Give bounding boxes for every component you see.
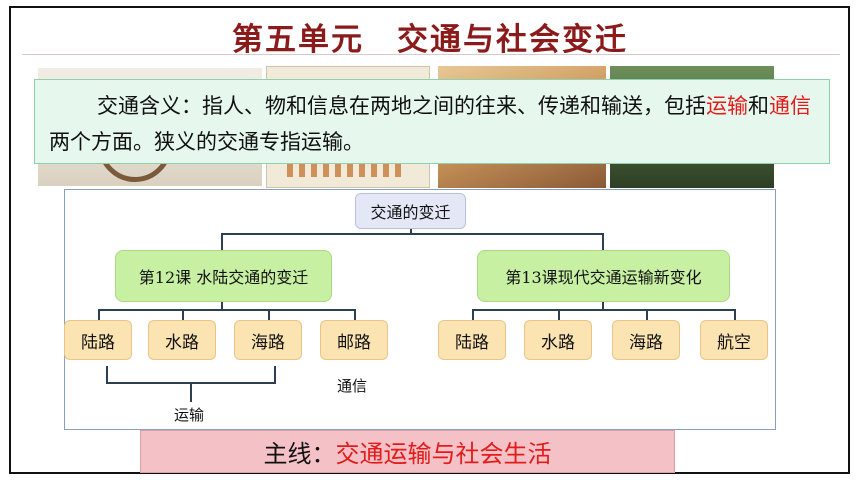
- communication-label: 通信: [337, 377, 368, 395]
- lesson12-node: 第12课 水陆交通的变迁: [115, 250, 332, 302]
- l12-leaf-sea: 海路: [234, 320, 302, 360]
- connector-l13-bar: [472, 309, 736, 311]
- definition-box: 交通含义：指人、物和信息在两地之间的往来、传递和输送，包括运输和通信两个方面。狭…: [34, 79, 830, 164]
- main-line-text: 交通运输与社会生活: [335, 440, 552, 468]
- l12-leaf-land: 陆路: [64, 320, 132, 360]
- l13-leaf-air: 航空: [700, 320, 768, 360]
- connector-l12-leaf3: [268, 309, 270, 320]
- l13-leaf-land: 陆路: [438, 320, 506, 360]
- definition-part1: 交通含义：指人、物和信息在两地之间的往来、传递和输送，包括: [97, 94, 706, 118]
- connector-l13-up: [602, 233, 604, 250]
- lesson13-node: 第13课现代交通运输新变化: [477, 250, 730, 302]
- connector-l12-down: [221, 302, 223, 311]
- connector-l12-leaf1: [98, 309, 100, 320]
- connector-l13-leaf2: [558, 309, 560, 320]
- connector-l12-up: [221, 233, 223, 250]
- title-divider: [22, 54, 840, 55]
- slide-title: 第五单元 交通与社会变迁: [232, 22, 628, 58]
- bracket-left: [106, 366, 108, 384]
- l12-leaf-post: 邮路: [320, 320, 388, 360]
- connector-l13-leaf3: [646, 309, 648, 320]
- connector-l13-down: [602, 302, 604, 311]
- slide-frame: [9, 6, 850, 474]
- definition-communication: 通信: [769, 94, 811, 118]
- connector-l13-leaf1: [472, 309, 474, 320]
- definition-and: 和: [748, 94, 769, 118]
- l13-leaf-sea: 海路: [612, 320, 680, 360]
- l13-leaf-water: 水路: [524, 320, 592, 360]
- root-node: 交通的变迁: [355, 193, 466, 229]
- connector-root-down: [410, 229, 412, 235]
- connector-l13-leaf4: [734, 309, 736, 320]
- definition-part2: 两个方面。狭义的交通专指运输。: [49, 130, 364, 154]
- definition-transport: 运输: [706, 94, 748, 118]
- connector-l12-leaf2: [182, 309, 184, 320]
- main-line-banner: 主线：交通运输与社会生活: [140, 430, 675, 473]
- l12-leaf-water: 水路: [148, 320, 216, 360]
- connector-top-bar: [221, 233, 604, 235]
- bracket-stem: [190, 382, 192, 402]
- bracket-right: [274, 366, 276, 384]
- connector-l12-bar: [98, 309, 356, 311]
- connector-l12-leaf4: [354, 309, 356, 320]
- main-line-prefix: 主线：: [263, 440, 336, 468]
- transport-bracket-label: 运输: [174, 406, 205, 424]
